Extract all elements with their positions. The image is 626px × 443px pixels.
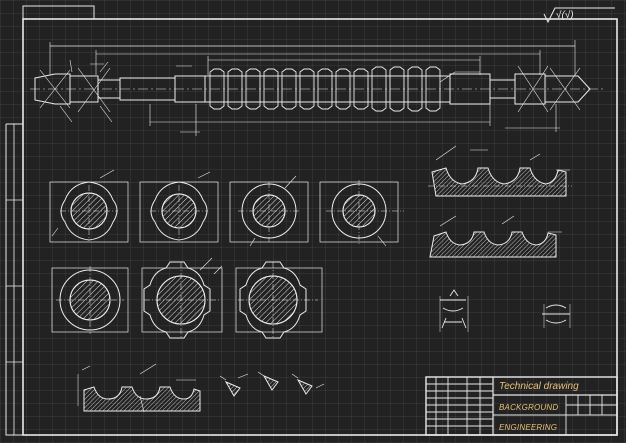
frame: [5, 5, 618, 436]
detail-right: [542, 304, 571, 328]
section-e: [51, 266, 129, 334]
title-block: [425, 376, 618, 436]
cross-sections-row1: [49, 169, 404, 247]
section-d: [319, 180, 404, 247]
title-block-title: Technical drawing: [499, 381, 579, 392]
section-a: [49, 169, 129, 243]
section-c: [229, 175, 309, 247]
tooth-profile-1: [428, 145, 572, 197]
cross-sections-row2: [51, 257, 323, 339]
title-block-line2: ENGINEERING: [499, 423, 558, 432]
roughness-mark: √(√): [556, 10, 574, 21]
small-details-bottom: [219, 371, 325, 397]
section-f: [141, 257, 223, 339]
section-g: [235, 261, 323, 339]
detail-left: [439, 289, 469, 332]
shaft-drawing: [30, 40, 605, 136]
title-block-line1: BACKGROUND: [499, 403, 559, 412]
roughness-symbol: [543, 7, 615, 24]
tooth-profile-3: [77, 363, 201, 413]
tooth-profile-2: [429, 215, 562, 258]
section-b: [139, 171, 219, 243]
